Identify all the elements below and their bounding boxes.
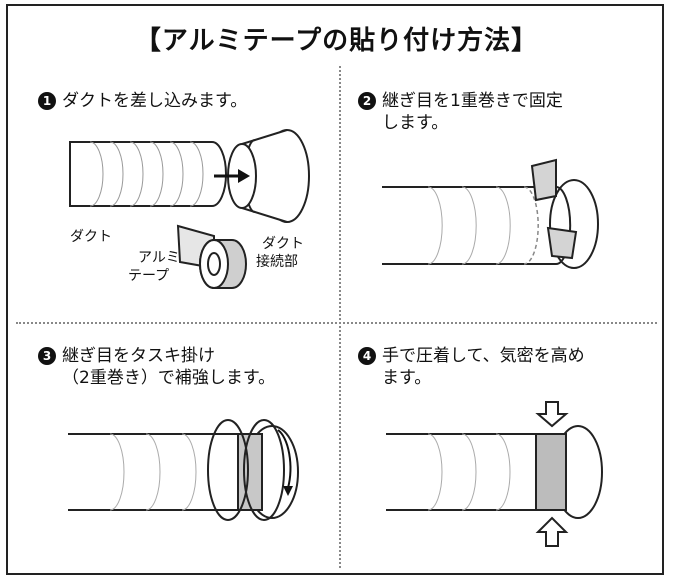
step-4-number: 4: [358, 347, 376, 365]
step-4-text-line2: ます。: [382, 368, 432, 388]
step-2-caption: 2 継ぎ目を1重巻きで固定 します。: [358, 90, 563, 134]
step-2-text-line1: 継ぎ目を1重巻きで固定: [382, 91, 563, 111]
step-2-number: 2: [358, 92, 376, 110]
panel-2-illustration: [382, 158, 599, 269]
step-4-caption: 4 手で圧着して、気密を高め ます。: [358, 345, 585, 389]
horizontal-divider: [16, 322, 657, 324]
step-3-text-line2: （2重巻き）で補強します。: [62, 368, 276, 388]
duct-joint-label-line1: ダクト: [262, 236, 304, 252]
aluminum-tape-label-line2: テープ: [128, 268, 170, 284]
step-3-number: 3: [38, 347, 56, 365]
press-arrow-top: [535, 401, 569, 428]
panel-3-illustration: [68, 419, 299, 521]
step-1-caption: 1 ダクトを差し込みます。: [38, 90, 247, 112]
duct-label: ダクト: [70, 229, 112, 245]
vertical-divider: [339, 66, 341, 568]
panel-1-illustration: [69, 129, 310, 289]
insert-arrow: [214, 169, 250, 183]
aluminum-tape-roll: [176, 224, 247, 289]
wrap-arrow: [277, 429, 293, 496]
press-arrow-bottom: [535, 516, 569, 547]
duct-joint-label-line2: 接続部: [256, 254, 298, 270]
step-4-text-line1: 手で圧着して、気密を高め: [382, 346, 585, 366]
page-title: 【アルミテープの貼り付け方法】: [134, 26, 539, 56]
step-1-number: 1: [38, 92, 56, 110]
step-3-caption: 3 継ぎ目をタスキ掛け （2重巻き）で補強します。: [38, 345, 275, 389]
duct-tube: [69, 141, 227, 207]
step-3-text-line1: 継ぎ目をタスキ掛け: [62, 346, 215, 366]
duct-connector: [227, 129, 310, 223]
aluminum-tape-label-line1: アルミ: [138, 250, 180, 266]
step-1-text: ダクトを差し込みます。: [62, 91, 248, 111]
panel-4-illustration: [386, 401, 603, 547]
step-2-text-line2: します。: [382, 113, 449, 133]
